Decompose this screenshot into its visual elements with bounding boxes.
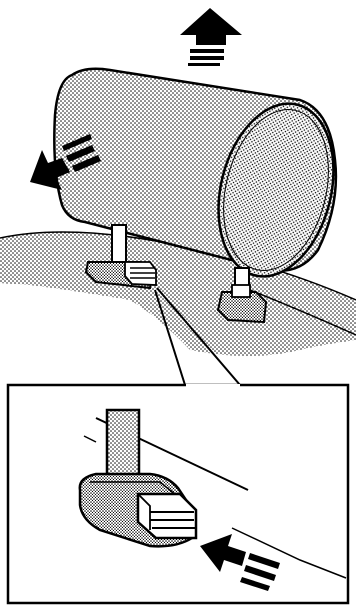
left-post (84, 224, 157, 290)
seatback-bottom-edge (249, 289, 356, 336)
arrow-up-left-icon (200, 534, 280, 591)
upper-scene (0, 8, 356, 386)
arrow-down-left-icon (30, 134, 101, 190)
headrest-end-cap-inner (223, 109, 329, 271)
detail-inset (6, 383, 350, 605)
inset-release-button (136, 492, 198, 540)
arrow-up-icon (180, 8, 242, 66)
inset-seat-edge-lower (83, 435, 97, 443)
zoom-callout-right (156, 287, 241, 386)
zoom-callout-left (154, 289, 186, 386)
right-post (216, 267, 268, 324)
headrest-end-cap (217, 102, 335, 278)
inset-seat-edge-bottom (231, 527, 347, 579)
